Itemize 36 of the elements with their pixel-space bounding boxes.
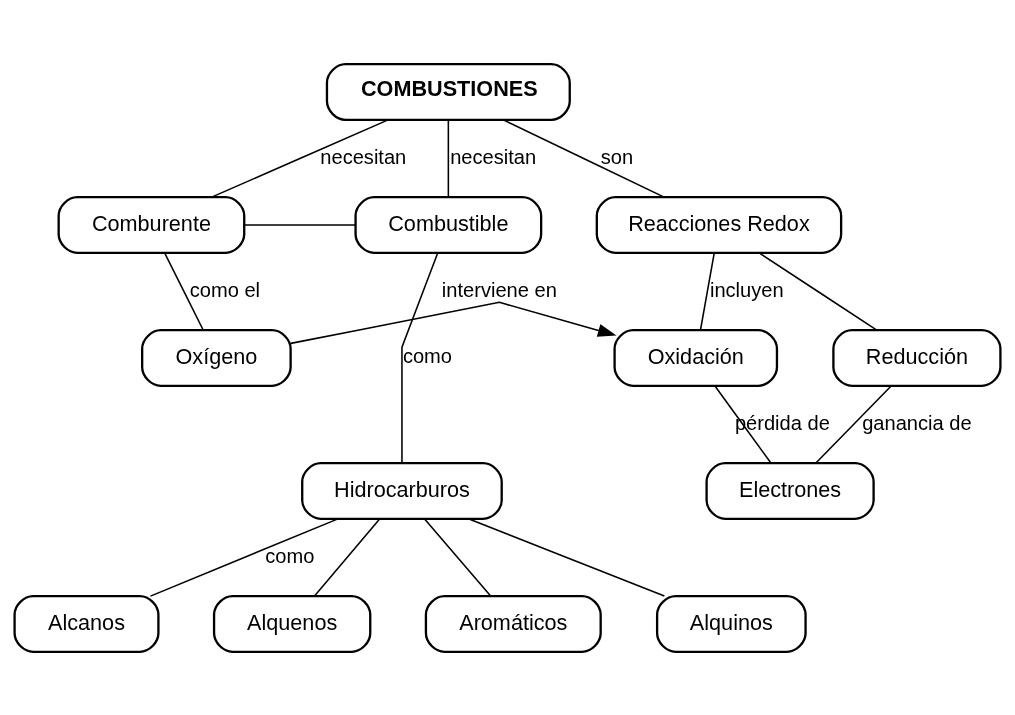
connector: [313, 518, 380, 597]
node-box: Aromáticos: [424, 594, 602, 653]
edge-label: ganancia de: [862, 411, 972, 434]
edge-label: necesitan: [450, 145, 537, 168]
connector: [699, 252, 715, 331]
connector: [758, 251, 878, 331]
node-box: Alquenos: [212, 594, 372, 653]
connector: [243, 223, 357, 226]
connector: [210, 118, 389, 198]
edge-label: necesitan: [320, 145, 407, 168]
connector: [401, 252, 439, 463]
edge-label: son: [600, 145, 634, 168]
node-box: Oxígeno: [141, 328, 292, 387]
connector: [164, 252, 204, 331]
edge-label: como el: [189, 278, 261, 301]
connector: [424, 518, 492, 597]
node-box: Electrones: [705, 461, 875, 520]
connector: [447, 119, 450, 198]
node-box: Alquinos: [655, 594, 807, 653]
node-box: Hidrocarburos: [301, 461, 503, 520]
connector: [815, 385, 892, 464]
node-box: Comburente: [57, 195, 246, 254]
node-box: Oxidación: [613, 328, 779, 387]
arrow: [289, 301, 617, 344]
node-box: Reducción: [832, 328, 1002, 387]
node-box: Reacciones Redox: [595, 195, 843, 254]
edge-label: incluyen: [709, 278, 784, 301]
edge-label: interviene en: [441, 278, 557, 301]
connector: [503, 118, 665, 198]
node-box: Alcanos: [13, 594, 160, 653]
node-box: COMBUSTIONES: [325, 62, 571, 121]
node-box: Combustible: [354, 195, 543, 254]
connector: [149, 517, 339, 597]
edge-label: como: [402, 344, 453, 367]
edge-label: como: [265, 544, 315, 567]
connector: [468, 517, 666, 597]
